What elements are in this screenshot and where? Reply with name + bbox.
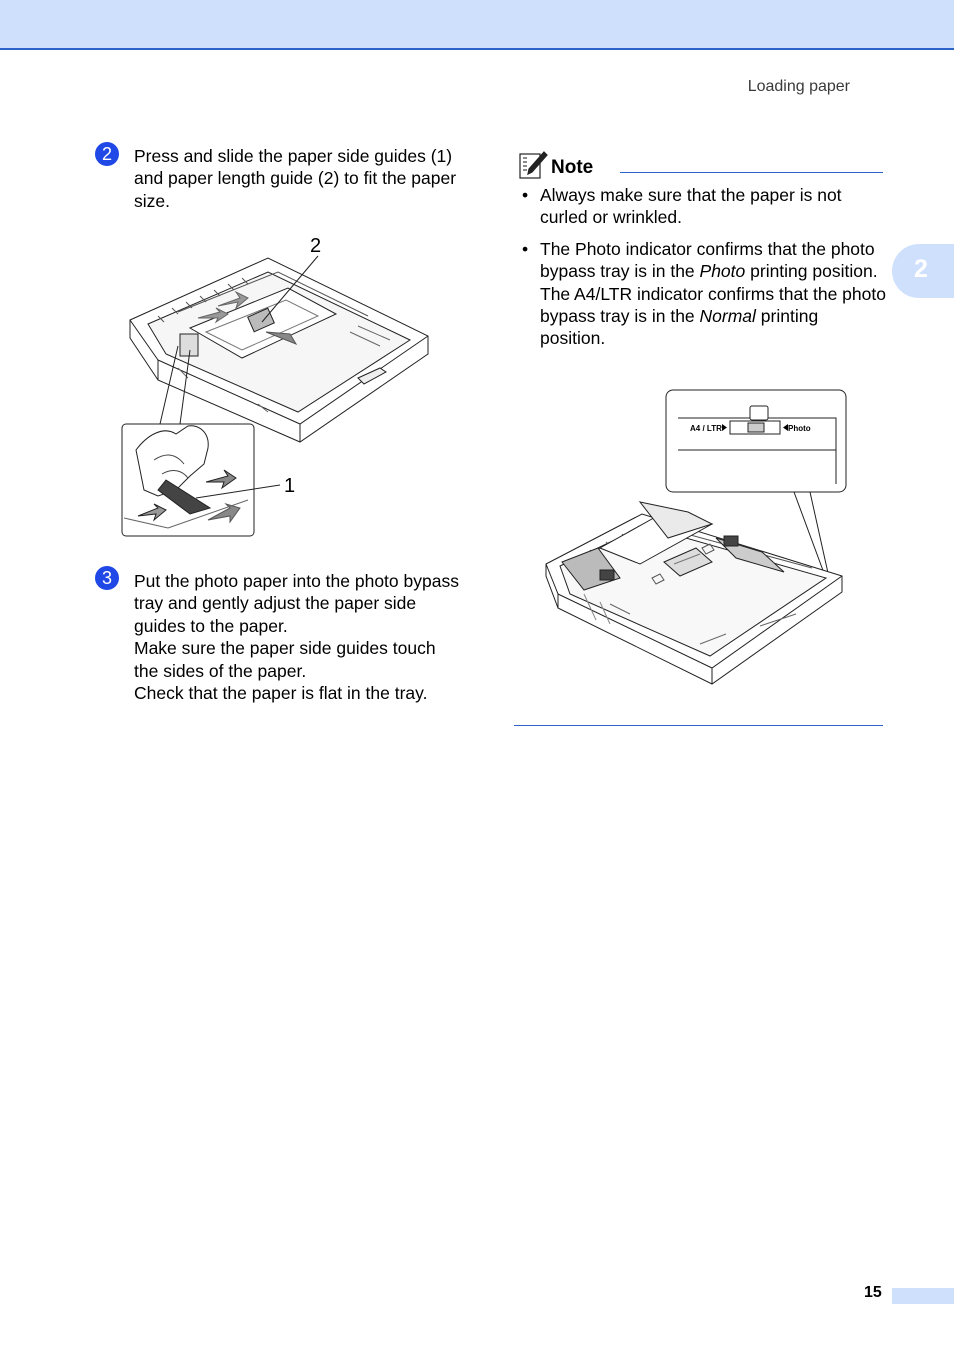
chapter-tab: 2 bbox=[892, 244, 954, 298]
note-item-2-em1: Photo bbox=[699, 261, 746, 282]
note-item-2-pre: The Photo indicator confirms that the ph… bbox=[540, 238, 875, 282]
note-divider bbox=[620, 172, 883, 173]
step-3-line-1: Put the photo paper into the photo bypas… bbox=[134, 571, 459, 636]
photo-indicator-label: Photo bbox=[788, 424, 811, 433]
step-3-badge: 3 bbox=[95, 566, 119, 590]
paper-tray-guides-illustration: 2 1 bbox=[118, 228, 438, 540]
note-pencil-icon bbox=[518, 150, 548, 180]
running-header: Loading paper bbox=[747, 78, 850, 95]
note-item-2-mid: printing position. The A4/LTR indicator … bbox=[540, 261, 886, 327]
step-3-line-3: Check that the paper is flat in the tray… bbox=[134, 683, 428, 704]
note-item-2-post: printing position. bbox=[540, 306, 819, 349]
note-title: Note bbox=[551, 157, 594, 178]
chapter-number: 2 bbox=[914, 255, 928, 283]
note-bottom-rule bbox=[514, 725, 883, 726]
top-header-band bbox=[0, 0, 954, 50]
callout-label-1: 1 bbox=[284, 475, 295, 497]
list-item: • The Photo indicator confirms that the … bbox=[522, 238, 886, 349]
a4-ltr-indicator-label: A4 / LTR bbox=[690, 424, 722, 433]
page-number-tab bbox=[892, 1288, 954, 1304]
page-number: 15 bbox=[864, 1284, 882, 1301]
note-item-1-text: Always make sure that the paper is not c… bbox=[540, 185, 842, 228]
photo-tray-indicator-illustration: A4 / LTR Photo bbox=[540, 388, 848, 692]
note-list: • Always make sure that the paper is not… bbox=[518, 184, 888, 359]
step-2-text: Press and slide the paper side guides (1… bbox=[134, 146, 457, 211]
step-2-badge: 2 bbox=[95, 142, 119, 166]
list-item: • Always make sure that the paper is not… bbox=[522, 185, 842, 228]
step-3-text: Put the photo paper into the photo bypas… bbox=[134, 570, 464, 704]
step-3-line-2: Make sure the paper side guides touch th… bbox=[134, 638, 436, 681]
note-item-2-em2: Normal bbox=[699, 306, 756, 327]
callout-label-2: 2 bbox=[310, 235, 321, 257]
